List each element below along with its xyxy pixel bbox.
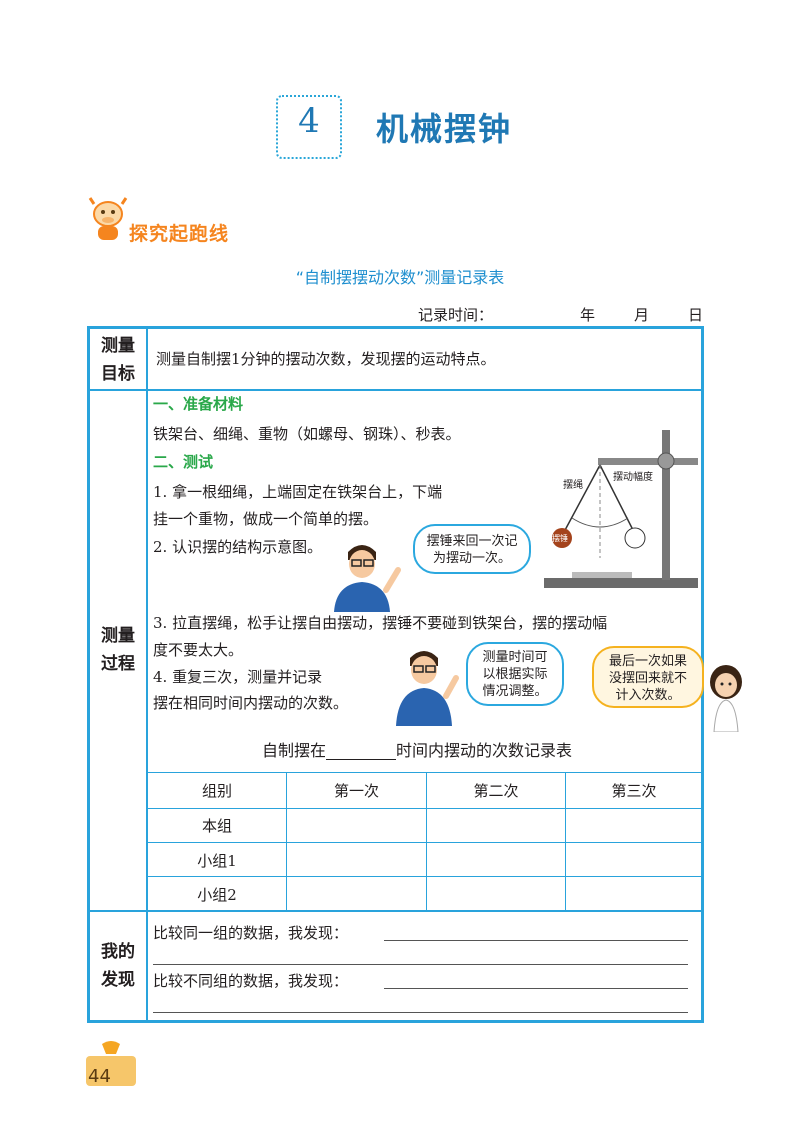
subtable-col-divider [426, 772, 427, 910]
record-table-title: “自制摆摆动次数”测量记录表 [295, 268, 505, 287]
finding-prompt-different-groups: 比较不同组的数据，我发现： [153, 972, 349, 990]
pendulum-diagram [544, 430, 698, 588]
answer-line [384, 940, 688, 941]
label-column-divider [146, 328, 148, 1021]
chapter-number-frame [276, 95, 342, 159]
record-time-label: 记录时间： [418, 306, 494, 324]
subtable-line [148, 876, 702, 877]
materials-heading: 一、准备材料 [153, 395, 244, 413]
step1-line1: 1. 拿一根细绳，上端固定在铁架台上，下端 [153, 483, 443, 501]
subtable-title: 自制摆在时间内摆动的次数记录表 [262, 741, 573, 760]
step4-line1: 4. 重复三次，测量并记录 [153, 668, 323, 686]
diagram-label-bob: 摆锤 [552, 534, 568, 543]
row-divider [89, 910, 702, 912]
step2-text: 2. 认识摆的结构示意图。 [153, 538, 323, 556]
chapter-number: 4 [298, 101, 320, 141]
record-month-label: 月 [634, 306, 650, 324]
tip-bubble-adjust-time: 测量时间可以根据实际情况调整。 [466, 642, 564, 706]
diagram-label-amplitude: 摆动幅度 [613, 472, 653, 483]
subtable-header: 第二次 [473, 782, 519, 800]
subtable-header: 组别 [201, 782, 232, 800]
tip-bubble-last-swing: 最后一次如果没摆回来就不计入次数。 [592, 646, 704, 708]
record-day-label: 日 [688, 306, 704, 324]
chapter-title: 机械摆钟 [376, 110, 513, 148]
subtable-row-label: 本组 [201, 817, 232, 835]
materials-text: 铁架台、细绳、重物（如螺母、钢珠）、秒表。 [153, 425, 461, 443]
tip-bubble-count-swing: 摆锤来回一次记为摆动一次。 [413, 524, 531, 574]
cow-mascot-icon [88, 197, 128, 240]
answer-line [153, 1012, 688, 1013]
subtable-header: 第三次 [611, 782, 657, 800]
subtable-line [148, 808, 702, 809]
diagram-label-rope: 摆绳 [563, 480, 583, 491]
subtable-col-divider [565, 772, 566, 910]
goal-text: 测量自制摆1分钟的摆动次数，发现摆的运动特点。 [156, 350, 496, 368]
step3-line1: 3. 拉直摆绳，松手让摆自由摆动，摆锤不要碰到铁架台，摆的摆动幅 [153, 614, 608, 632]
subtable-col-divider [286, 772, 287, 910]
finding-prompt-same-group: 比较同一组的数据，我发现： [153, 924, 349, 942]
student-girl-illustration [710, 665, 742, 732]
subtable-line [148, 842, 702, 843]
subtable-line [148, 772, 702, 773]
step3-line2: 度不要太大。 [153, 641, 244, 659]
subtable-row-label: 小组2 [197, 886, 237, 904]
subtable-row-label: 小组1 [197, 852, 237, 870]
page-number-badge-icon [86, 1041, 136, 1086]
teacher-illustration [334, 545, 401, 612]
answer-line [384, 988, 688, 989]
step1-line2: 挂一个重物，做成一个简单的摆。 [153, 510, 379, 528]
row-divider [89, 389, 702, 391]
test-heading: 二、测试 [153, 453, 214, 471]
teacher-illustration [396, 651, 459, 726]
findings-label: 我的发现 [101, 942, 135, 990]
section-title: 探究起跑线 [129, 223, 230, 245]
record-year-label: 年 [580, 306, 596, 324]
process-label: 测量过程 [101, 626, 135, 674]
goal-label: 测量目标 [101, 336, 135, 384]
answer-line [153, 964, 688, 965]
step4-line2: 摆在相同时间内摆动的次数。 [153, 694, 349, 712]
page-number: 44 [88, 1066, 111, 1087]
subtable-header: 第一次 [333, 782, 379, 800]
